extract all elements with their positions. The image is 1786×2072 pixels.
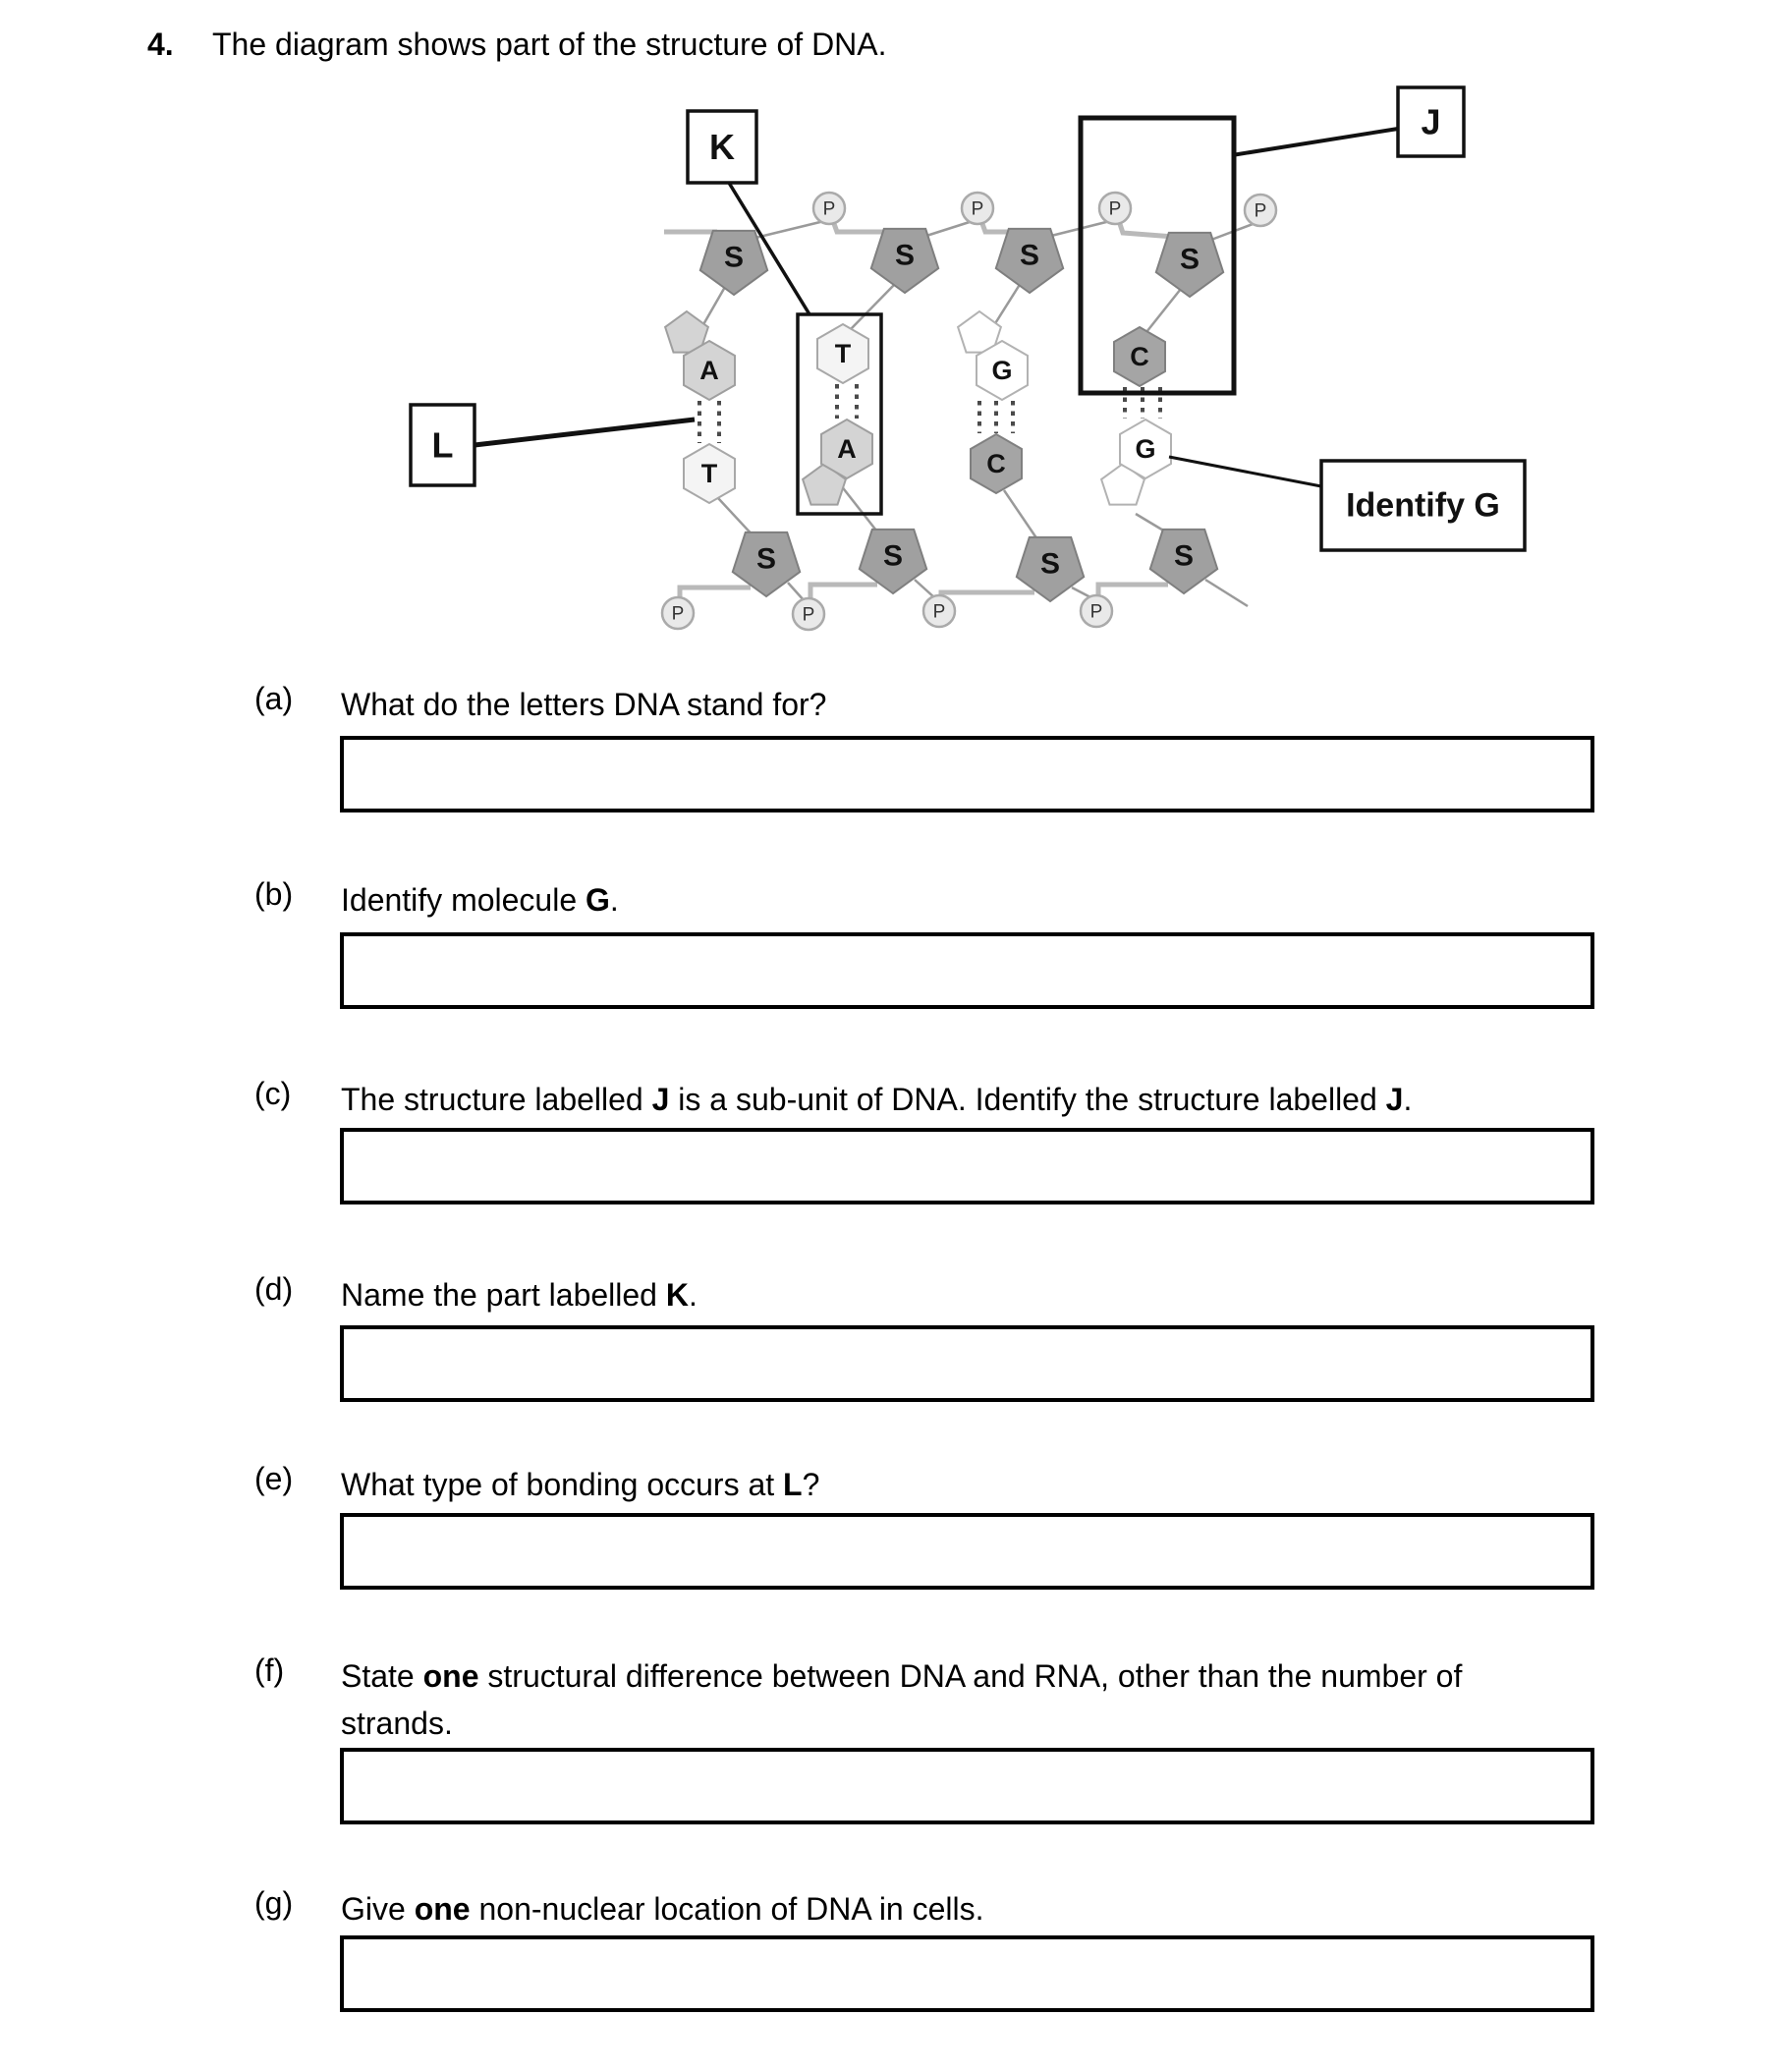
svg-text:P: P — [803, 605, 815, 626]
svg-text:S: S — [883, 540, 903, 573]
svg-text:K: K — [709, 127, 735, 167]
svg-text:T: T — [701, 459, 718, 488]
base-T: T — [683, 442, 736, 505]
question-text-g: Give one non-nuclear location of DNA in … — [341, 1891, 984, 1927]
svg-text:C: C — [986, 449, 1006, 478]
question-text-b: Identify molecule G. — [341, 882, 619, 918]
sugar-node: S — [858, 528, 928, 595]
base-G: G — [1099, 418, 1172, 506]
answer-box-b[interactable] — [340, 932, 1594, 1009]
svg-text:S: S — [1020, 240, 1039, 272]
svg-text:S: S — [1174, 540, 1194, 573]
leader-line-k — [727, 182, 811, 315]
question-number: 4. — [147, 27, 174, 62]
question-label-c: (c) — [254, 1076, 292, 1111]
question-label-d: (d) — [254, 1271, 294, 1307]
base-A: A — [801, 418, 873, 506]
svg-text:G: G — [991, 356, 1012, 385]
sugar-node: S — [731, 531, 802, 598]
sugar-node: S — [869, 227, 940, 295]
leader-line-l — [474, 417, 696, 448]
sugar-node: S — [1015, 535, 1086, 603]
svg-text:C: C — [1130, 342, 1149, 371]
question-label-g: (g) — [254, 1885, 294, 1921]
hydrogen-bonds — [698, 384, 1162, 443]
question-text-f: State one structural difference between … — [341, 1658, 1463, 1741]
leader-line-j — [1231, 127, 1399, 157]
base-T: T — [816, 322, 869, 385]
question-text-a: What do the letters DNA stand for? — [341, 687, 827, 722]
phosphate-node: P — [1079, 593, 1114, 629]
svg-text:A: A — [699, 356, 719, 385]
svg-text:P: P — [972, 199, 984, 220]
sugar-node: S — [1154, 231, 1225, 299]
question-text-c: The structure labelled J is a sub-unit o… — [341, 1082, 1413, 1117]
phosphate-node: P — [791, 596, 826, 632]
answer-box-d[interactable] — [340, 1325, 1594, 1402]
sugar-node: S — [994, 227, 1065, 295]
question-text-e: What type of bonding occurs at L? — [341, 1467, 820, 1502]
svg-text:L: L — [432, 425, 454, 466]
svg-text:S: S — [1040, 548, 1060, 581]
svg-text:P: P — [933, 602, 946, 623]
svg-text:P: P — [1255, 201, 1267, 222]
svg-text:Identify G: Identify G — [1346, 487, 1500, 525]
svg-text:S: S — [756, 543, 776, 576]
sugar-node: S — [698, 229, 769, 297]
title-row: 4. The diagram shows part of the structu… — [0, 27, 1786, 70]
dna-structure-diagram: P P P P P P P P S S S S S S S S A T T A G C C G K J L Identify G — [409, 85, 1527, 632]
phosphate-node: P — [1243, 193, 1278, 228]
svg-text:P: P — [1109, 199, 1122, 220]
svg-text:S: S — [724, 242, 744, 274]
question-label-e: (e) — [254, 1461, 294, 1496]
answer-box-g[interactable] — [340, 1935, 1594, 2012]
answer-box-a[interactable] — [340, 736, 1594, 812]
svg-text:S: S — [895, 240, 915, 272]
phosphate-node: P — [960, 191, 995, 226]
page-title: The diagram shows part of the structure … — [212, 27, 887, 62]
leader-line-identify-g — [1168, 455, 1322, 488]
svg-text:P: P — [1090, 602, 1103, 623]
phosphate-node: P — [811, 191, 847, 226]
label-box-k: K — [686, 109, 758, 185]
question-label-b: (b) — [254, 876, 294, 912]
question-text-d: Name the part labelled K. — [341, 1277, 698, 1313]
svg-text:S: S — [1180, 244, 1200, 276]
base-C: C — [970, 432, 1023, 495]
identify-g-label-box: Identify G — [1319, 459, 1527, 552]
phosphate-node: P — [660, 595, 696, 631]
nucleotide-outline-box — [1078, 115, 1237, 396]
phosphate-node: P — [1097, 191, 1133, 226]
label-box-j: J — [1396, 85, 1466, 158]
base-pair-outline-box — [796, 312, 883, 516]
svg-text:P: P — [823, 199, 836, 220]
base-C: C — [1113, 325, 1166, 388]
svg-text:P: P — [672, 604, 685, 625]
answer-box-f[interactable] — [340, 1748, 1594, 1824]
svg-text:G: G — [1135, 434, 1155, 464]
answer-box-e[interactable] — [340, 1513, 1594, 1590]
question-label-f: (f) — [254, 1652, 285, 1688]
svg-text:J: J — [1421, 102, 1440, 142]
sugar-node: S — [1148, 528, 1219, 595]
svg-text:T: T — [835, 339, 852, 368]
label-box-l: L — [409, 403, 476, 487]
phosphate-node: P — [921, 593, 957, 629]
purine-ring — [663, 309, 710, 354]
question-label-a: (a) — [254, 681, 294, 716]
base-A: A — [663, 309, 736, 402]
svg-text:A: A — [837, 434, 857, 464]
answer-box-c[interactable] — [340, 1128, 1594, 1204]
purine-ring — [956, 309, 1003, 354]
base-G: G — [956, 309, 1029, 402]
